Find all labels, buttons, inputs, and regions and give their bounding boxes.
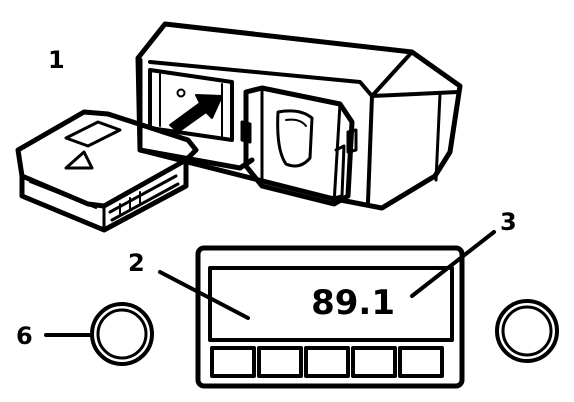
cd-magazine: [15, 109, 199, 233]
insert-arrow-icon: [169, 94, 223, 133]
right-knob[interactable]: [495, 299, 559, 363]
display-screen: [208, 266, 454, 342]
slot-indicator-dot: [176, 88, 186, 98]
cd-changer-unit: [135, 21, 463, 211]
changer-door: [240, 85, 358, 207]
preset-button-4[interactable]: [351, 346, 397, 378]
leader-2: [158, 270, 250, 320]
callout-3: 3: [500, 208, 517, 236]
preset-button-1[interactable]: [210, 346, 256, 378]
callout-1: 1: [48, 46, 65, 74]
left-knob[interactable]: [90, 302, 154, 366]
preset-button-2[interactable]: [257, 346, 303, 378]
eject-arrow-icon: [64, 150, 94, 170]
preset-button-3[interactable]: [304, 346, 350, 378]
callout-6: 6: [16, 322, 33, 350]
radio-unit: 89.1: [195, 245, 465, 389]
leader-3: [410, 230, 496, 298]
frequency-readout: 89.1: [311, 283, 395, 323]
callout-2: 2: [128, 249, 145, 277]
preset-button-5[interactable]: [398, 346, 444, 378]
leader-lines: [44, 230, 496, 337]
